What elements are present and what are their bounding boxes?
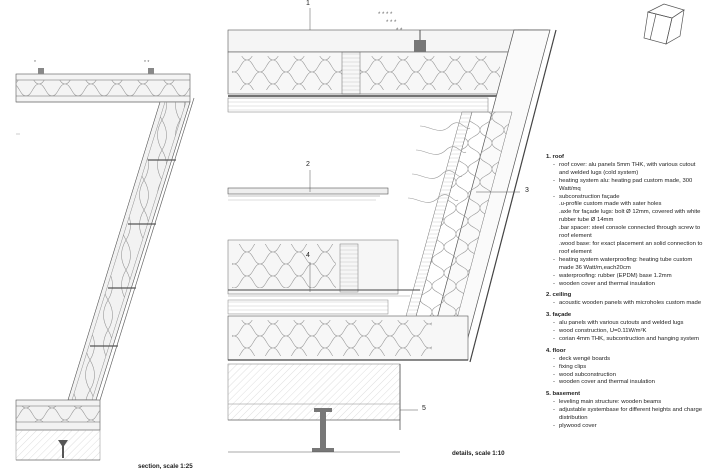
legend-item: heating system waterproofing: heating tu… <box>553 257 706 273</box>
legend-section-list: leveling main structure: wooden beamsadj… <box>546 399 706 431</box>
details-caption: details, scale 1:10 <box>452 450 505 457</box>
legend-item: wooden cover and thermal insulation <box>553 281 706 289</box>
section-caption: section, scale 1:25 <box>138 463 193 470</box>
svg-text:* *: * * <box>396 28 403 34</box>
legend-item: heating system alu: heating pad custom m… <box>553 178 706 194</box>
callout-3: 3 <box>525 187 529 194</box>
svg-text:* * *: * * * <box>386 20 397 26</box>
legend-section-list: deck wengé boardsfixing clipswood subcon… <box>546 356 706 388</box>
legend-item: deck wengé boards <box>553 356 706 364</box>
legend-item: wooden cover and thermal insulation <box>553 379 706 387</box>
legend-section-title: 1. roof <box>546 154 564 160</box>
legend-item: .bar spacer: steel console connected thr… <box>559 225 701 240</box>
legend-item: .axle for façade lugs: bolt Ø 12mm, cove… <box>559 209 701 224</box>
legend-section-title: 4. floor <box>546 347 566 354</box>
legend-item: wood construction, U=0.11W/m²K <box>553 328 706 336</box>
legend-section-title: 5. basement <box>546 391 581 398</box>
isometric-sketch <box>643 3 685 45</box>
legend-section-list: alu panels with various cutouts and weld… <box>546 320 706 344</box>
svg-text:* * * *: * * * * <box>378 12 393 18</box>
legend-item: subconstruction façade <box>553 194 706 202</box>
legend-section-title: 2. ceiling <box>546 292 572 299</box>
legend-item: fixing clips <box>553 364 706 372</box>
legend-item: leveling main structure: wooden beams <box>553 399 706 407</box>
section-drawing: * * * <box>15 60 195 461</box>
legend-section-title: 3. façade <box>546 312 572 319</box>
legend-item: adjustable systembase for different heig… <box>553 407 706 423</box>
legend-section-list: roof cover: alu panels 5mm THK, with var… <box>546 162 706 289</box>
legend-item: .wood base: for exact placement an solid… <box>559 240 703 255</box>
legend-section-list: acoustic wooden panels with microholes c… <box>546 300 706 308</box>
callout-1: 1 <box>306 0 310 7</box>
callout-5: 5 <box>422 405 426 412</box>
callout-4: 4 <box>306 252 310 259</box>
legend-item: corian 4mm THK, subcontruction and hangi… <box>553 336 706 344</box>
svg-text:*: * <box>34 60 36 66</box>
legend-item: acoustic wooden panels with microholes c… <box>553 300 706 308</box>
legend-item: roof cover: alu panels 5mm THK, with var… <box>553 162 706 178</box>
legend-item: waterproofing: rubber (EPDM) base 1.2mm <box>553 273 706 281</box>
legend: 1. roof roof cover: alu panels 5mm THK, w… <box>546 154 706 431</box>
legend-item: plywood cover <box>553 423 706 431</box>
callout-2: 2 <box>306 161 310 168</box>
legend-item: .u-profile custom made with sater holes <box>559 201 662 208</box>
svg-text:* *: * * <box>144 60 149 66</box>
details-drawing: * * * * * * * * * <box>227 8 557 453</box>
legend-item: alu panels with various cutouts and weld… <box>553 320 706 328</box>
legend-item: wood subconstruction <box>553 372 706 380</box>
